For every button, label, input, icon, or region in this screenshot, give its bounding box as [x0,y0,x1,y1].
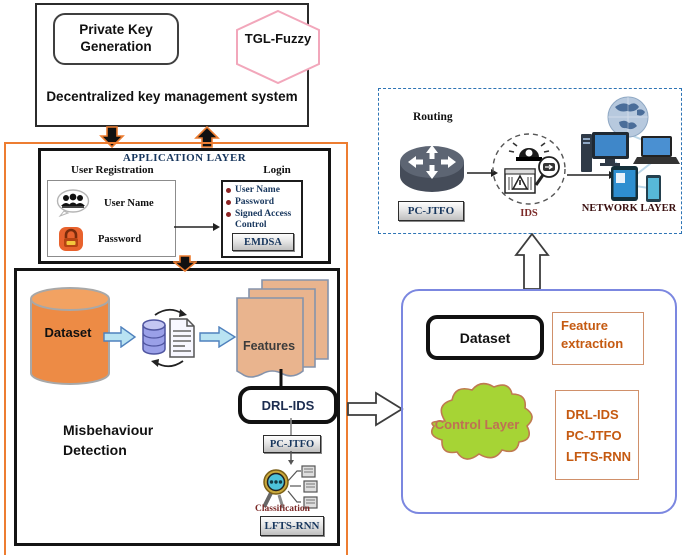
misbehaviour-detection-label: Misbehaviour Detection [63,422,154,458]
users-icon [56,189,90,217]
hexagon-shape [236,9,320,85]
misbehaviour-to-control-arrow [347,391,404,427]
private-key-generation-box: Private Key Generation [53,13,179,65]
control-layer-label: Control Layer [434,417,520,432]
pc-jtfo-box: PC-JTFO [398,201,464,221]
bullet-icon [226,212,231,217]
feature-extraction-box: Feature extraction [552,312,644,365]
user-registration-title: User Registration [71,164,154,176]
password-field-label: Password [98,233,142,245]
key-management-caption: Decentralized key management system [46,89,298,104]
pc-jtfo-box: PC-JTFO [263,435,321,453]
network-devices-icon [581,96,680,202]
control-layer-cloud-icon [431,382,533,460]
magnifier-icon [534,156,560,186]
alarm-icon [508,142,550,161]
classification-icon [262,465,318,509]
dataset-box: Dataset [426,315,544,360]
router-icon [400,145,464,192]
pcjtfo-to-classification-connector [288,451,294,465]
misbehaviour-detection-box: Dataset Featu [14,268,340,546]
database-processing-icon [142,308,195,368]
username-row: User Name [56,189,154,217]
registration-to-login-arrow [174,223,220,231]
lock-icon [59,227,83,251]
tgl-fuzzy-label: TGL-Fuzzy [244,31,312,46]
drl-ids-box: DRL-IDS [238,386,338,424]
network-layer-label: NETWORK LAYER [581,203,677,214]
key-management-box: Private Key Generation TGL-Fuzzy Decentr… [35,3,320,127]
control-layer-box: Dataset Feature extraction Control Layer… [401,289,677,514]
algorithm-item: PC-JTFO [566,427,622,443]
down-arrow-icon [173,255,197,272]
flow-arrow-icon [199,326,237,348]
password-row: Password [56,225,141,253]
features-pages-icon [236,279,329,378]
login-item: Password [226,197,301,208]
ids-icon [492,133,566,205]
user-registration-box: User Name Password [47,180,176,257]
detector-keypad-icon [504,168,536,194]
dataset-label: Dataset [44,325,92,340]
left-layer-container [4,142,348,555]
routing-label: Routing [413,111,453,123]
down-arrow-icon [99,126,125,148]
up-arrow-icon [194,126,220,148]
username-field-label: User Name [104,197,154,209]
flow-arrow-icon [103,326,137,348]
dataset-cylinder-icon [30,287,110,385]
algorithm-item: LFTS-RNN [566,448,631,464]
control-to-network-arrow [514,233,550,290]
emdsa-button[interactable]: EMDSA [232,233,294,251]
drlids-to-pcjtfo-connector [290,418,292,435]
features-label: Features [242,339,296,353]
ids-label: IDS [520,208,538,219]
login-item: User Name [226,185,301,196]
network-layer-dashed-box: Routing PC-JTFO [378,88,682,234]
algorithms-box: DRL-IDS PC-JTFO LFTS-RNN [555,390,639,480]
bullet-icon [226,188,231,193]
login-box: User Name Password Signed Access Control… [221,180,303,258]
features-to-drlids-connector [279,369,283,387]
application-layer-box: APPLICATION LAYER User Registration Logi… [38,148,331,264]
lfts-rnn-box: LFTS-RNN [260,516,324,536]
login-title: Login [263,164,291,176]
bullet-icon [226,200,231,205]
private-key-generation-label: Private Key Generation [79,22,153,54]
algorithm-item: DRL-IDS [566,406,619,422]
application-layer-title: APPLICATION LAYER [122,152,247,164]
login-item: Signed Access Control [226,209,301,231]
classification-label: Classification [255,504,310,514]
